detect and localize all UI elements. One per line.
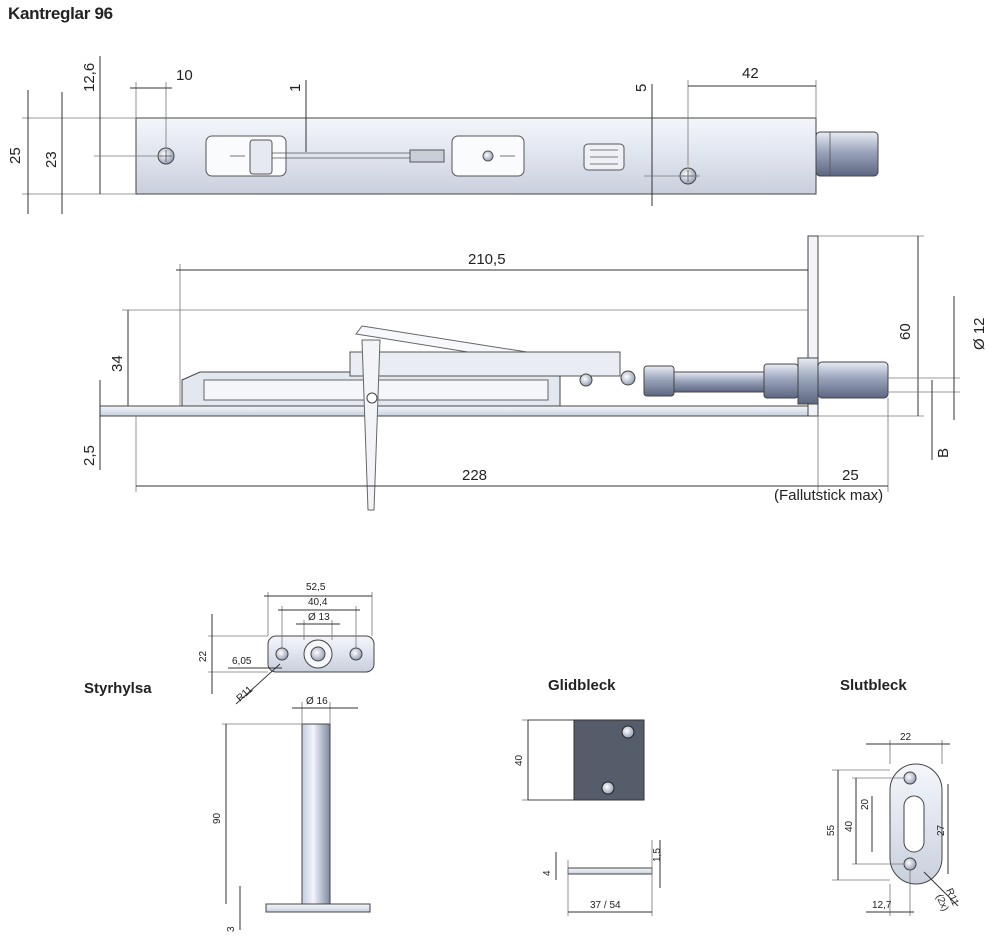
dim-b: B [935, 448, 952, 458]
end-plate [807, 235, 819, 417]
dim-1-5: 1,5 [652, 848, 663, 862]
dim-42: 42 [742, 65, 759, 82]
dim-1: 1 [287, 84, 304, 92]
styrhylsa-label: Styrhylsa [84, 680, 152, 697]
bolt-tip [817, 361, 889, 399]
dim-dia-13: Ø 13 [308, 612, 330, 623]
styrhylsa-drawing: 52,5 40,4 Ø 13 22 6,05 R11 Ø 16 90 3 [198, 582, 375, 932]
dim-60: 60 [897, 323, 914, 340]
lever-arm [349, 351, 621, 377]
glidbleck-side [567, 867, 653, 875]
dim-dia-16: Ø 16 [306, 696, 328, 707]
dim-22-slut: 22 [900, 732, 912, 743]
dim-20: 20 [860, 798, 871, 810]
dim-90: 90 [212, 812, 223, 824]
dim-27: 27 [936, 824, 947, 836]
dim-10: 10 [176, 67, 193, 84]
dim-2-5: 2,5 [81, 445, 98, 466]
dim-22: 22 [198, 650, 209, 662]
top-view: 10 1 5 42 25 23 12,6 [7, 56, 879, 214]
slutbleck-label: Slutbleck [840, 677, 907, 694]
dim-12-6: 12,6 [81, 63, 98, 92]
dim-r11: R11 [235, 684, 256, 704]
dim-dia-12: Ø 12 [971, 317, 988, 350]
dim-4: 4 [542, 870, 553, 876]
dim-228: 228 [462, 467, 487, 484]
dim-210-5: 210,5 [468, 251, 506, 268]
drawing-title: Kantreglar 96 [8, 4, 113, 23]
dim-3: 3 [226, 926, 237, 932]
dim-40: 40 [514, 754, 525, 766]
side-view: 210,5 34 2,5 60 Ø 12 B 228 25 (Fallutsti… [81, 235, 988, 511]
dim-12-7: 12,7 [872, 900, 892, 911]
fallutstick-note: (Fallutstick max) [774, 487, 883, 504]
slot-left [205, 135, 287, 177]
dim-52-5: 52,5 [306, 582, 326, 593]
dim-55: 55 [826, 824, 837, 836]
bolt-pin-top [815, 131, 879, 177]
dim-34: 34 [109, 355, 126, 372]
dim-5: 5 [633, 84, 650, 92]
dim-37-54: 37 / 54 [590, 900, 621, 911]
styrhylsa-tube [301, 723, 331, 905]
glidbleck-label: Glidbleck [548, 677, 616, 694]
dim-40-4: 40,4 [308, 597, 328, 608]
dim-40-slut: 40 [844, 820, 855, 832]
dim-25-fall: 25 [842, 467, 859, 484]
lever-handle [361, 339, 381, 511]
bolt-rod [673, 371, 765, 393]
dim-23: 23 [43, 151, 60, 168]
base-plate [99, 405, 817, 417]
glidbleck-drawing: 40 37 / 54 1,5 4 [514, 719, 663, 916]
dim-6-05: 6,05 [232, 656, 252, 667]
slutbleck-drawing: 22 55 40 20 27 R11 (2x) 12,7 [826, 732, 961, 916]
dim-25: 25 [7, 147, 24, 164]
